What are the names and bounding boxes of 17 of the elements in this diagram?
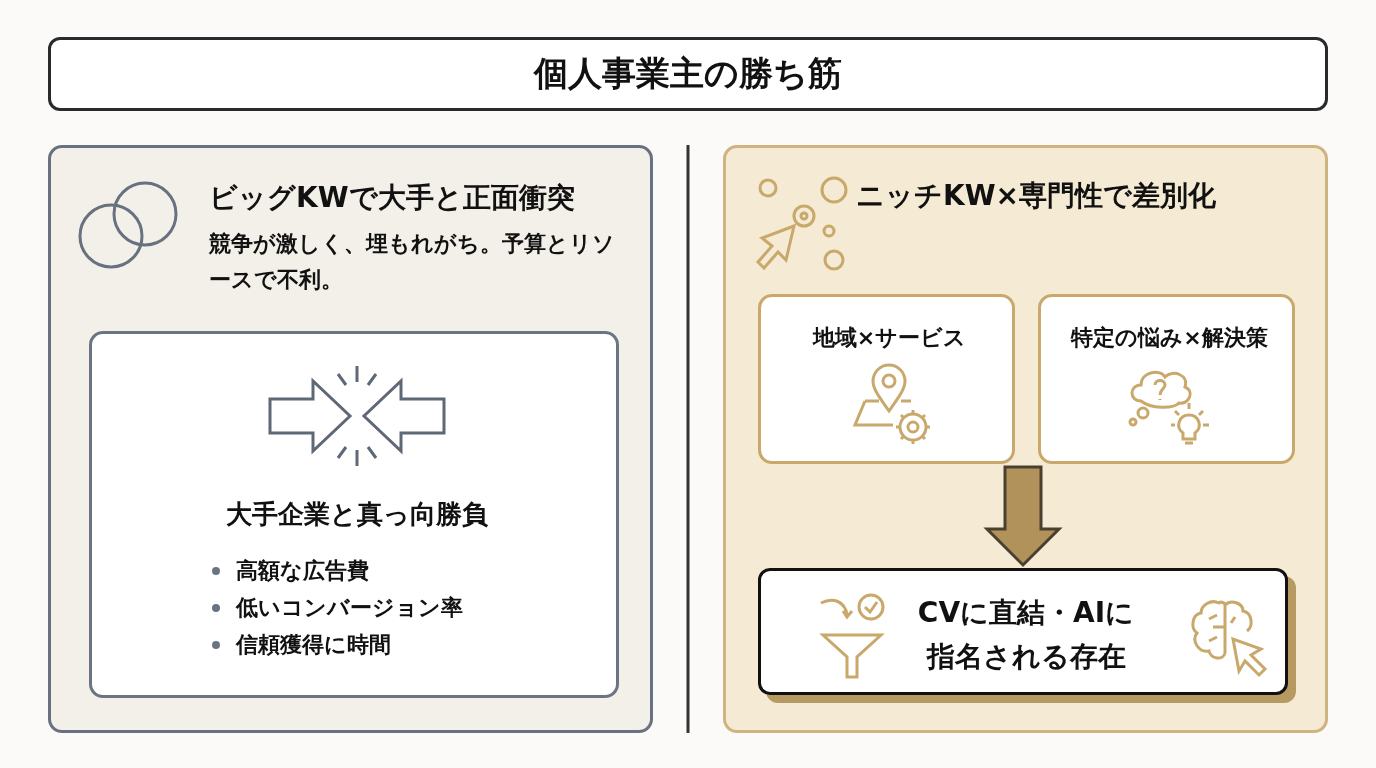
panel-text: 競争が激しく、埋もれがち。予算とリソースで不利。 xyxy=(209,231,615,292)
panel-heading: ビッグKWで大手と正面衝突 xyxy=(209,181,575,214)
card-heading: 大手企業と真っ向勝負 xyxy=(226,499,488,529)
bullet-item: 低いコンバージョン率 xyxy=(212,589,622,626)
panel xyxy=(723,145,1328,733)
card-heading: 地域×サービス xyxy=(812,325,967,350)
card-heading: CVに直結・AIに指名される存在 xyxy=(917,596,1135,673)
card xyxy=(758,294,1015,464)
panel-heading: ニッチKW×専門性で差別化 xyxy=(856,179,1217,212)
bullet-item: 信頼獲得に時間 xyxy=(212,626,622,663)
block-arrow xyxy=(983,465,1063,568)
bullet-item: 高額な広告費 xyxy=(212,552,622,589)
panel xyxy=(48,145,653,733)
card xyxy=(89,331,619,698)
card xyxy=(1038,294,1295,464)
card-heading: 特定の悩み×解決策 xyxy=(1071,325,1268,350)
title: 個人事業主の勝ち筋 xyxy=(534,52,842,95)
